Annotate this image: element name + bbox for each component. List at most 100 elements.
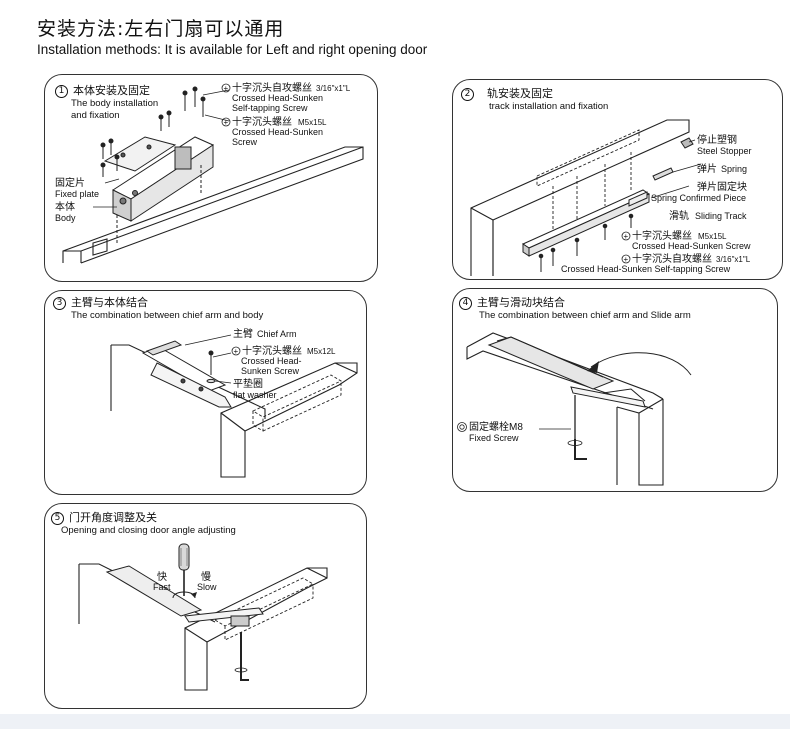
panel-1-labels: + 十字沉头自攻螺丝 3/16"x1"L Crossed Head-Sunken…: [55, 81, 351, 223]
p3-washer-cn: 平垫圈: [233, 377, 263, 390]
page-title-en: Installation methods: It is available fo…: [37, 42, 428, 57]
svg-text:+: +: [234, 347, 239, 356]
p2-spring-en: Spring: [721, 164, 747, 174]
panel-4-title-en: The combination between chief arm and Sl…: [479, 310, 691, 321]
rotation-arrow-head: [587, 361, 599, 373]
svg-text:+: +: [224, 118, 229, 127]
panel-2: 2 轨安装及固定 track installation and fixation: [452, 79, 783, 280]
panel-1-number: 1: [55, 85, 68, 98]
closer-body-ghost: [252, 374, 342, 432]
page-title-cn: 安装方法:左右门扇可以通用: [37, 18, 285, 40]
closer-body: [111, 136, 215, 222]
p1-body-cn: 本体: [55, 200, 75, 213]
track-screws: [538, 213, 634, 272]
sliding-track: [521, 189, 651, 257]
p1-screw1-en-1: Crossed Head-Sunken: [232, 93, 323, 103]
panel-5-number: 5: [51, 512, 64, 525]
chief-arm: [570, 386, 646, 408]
panel-3-number: 3: [53, 297, 66, 310]
p3-screw-en-2: Sunken Screw: [241, 366, 300, 376]
panel-5-title-cn: 门开角度调整及关: [69, 511, 157, 524]
p1-screw1-cn: 十字沉头自攻螺丝: [232, 81, 312, 94]
p2-screw1-spec: M5x15L: [698, 232, 727, 241]
screwdriver-icon: [178, 543, 190, 596]
p2-track-en: Sliding Track: [695, 211, 747, 221]
panel-3-illustration: 主臂 Chief Arm + 十字沉头螺丝 M5x12L Crossed Hea…: [110, 327, 358, 478]
panel-2-title-cn: 轨安装及固定: [487, 87, 553, 100]
door-frame: [110, 344, 358, 478]
panel-3-heading: 3 主臂与本体结合 The combination between chief a…: [53, 297, 263, 322]
p1-body-en: Body: [55, 213, 76, 223]
p3-screw-cn: 十字沉头螺丝: [242, 344, 302, 357]
p5-fast-en: Fast: [153, 582, 171, 592]
p1-screw2-en-1: Crossed Head-Sunken: [232, 127, 323, 137]
p3-leaders: [184, 334, 232, 384]
screws-group: [100, 86, 206, 177]
p1-screw2-spec: M5x15L: [298, 118, 327, 127]
p5-slow-en: Slow: [197, 582, 217, 592]
p1-screw1-spec: 3/16"x1"L: [316, 84, 351, 93]
panel-5: 5 门开角度调整及关 Opening and closing door angle…: [44, 503, 367, 709]
p1-screw2-cn: 十字沉头螺丝: [232, 115, 292, 128]
p1-screw1-en-2: Self-tapping Screw: [232, 103, 308, 113]
closer-body-ghost: [214, 577, 314, 641]
panel-2-title-en: track installation and fixation: [489, 101, 609, 112]
p4-bolt-en: Fixed Screw: [469, 433, 519, 443]
panel-4-title-cn: 主臂与滑动块结合: [477, 296, 565, 309]
p2-piece-en: Spring Confirmed Piece: [651, 193, 746, 203]
panel-4-number: 4: [459, 297, 472, 310]
p2-piece-cn: 弹片固定块: [697, 180, 747, 193]
p5-fast-cn: 快: [157, 571, 167, 583]
p2-spring-cn: 弹片: [697, 162, 717, 175]
door-top: [470, 119, 690, 276]
panel-5-heading: 5 门开角度调整及关 Opening and closing door angle…: [51, 512, 236, 537]
p2-screw1-en: Crossed Head-Sunken Screw: [632, 241, 751, 251]
arm-assembly: [105, 565, 264, 627]
panel-3-title-cn: 主臂与本体结合: [71, 296, 148, 309]
panel-4-labels: 固定螺栓M8 Fixed Screw: [457, 420, 523, 443]
track-ghost: [536, 129, 640, 230]
p2-stopper-cn: 停止塑钢: [697, 133, 737, 146]
p2-screw2-spec: 3/16"x1"L: [716, 255, 751, 264]
svg-text:+: +: [624, 255, 629, 264]
panel-1-illustration: + 十字沉头自攻螺丝 3/16"x1"L Crossed Head-Sunken…: [55, 81, 364, 264]
panel-3-labels: 主臂 Chief Arm + 十字沉头螺丝 M5x12L Crossed Hea…: [231, 327, 336, 400]
svg-text:+: +: [624, 232, 629, 241]
panel-3: 3 主臂与本体结合 The combination between chief a…: [44, 290, 367, 495]
p1-plate-cn: 固定片: [55, 176, 85, 189]
panel-5-illustration: 快 Fast 慢 Slow: [78, 543, 328, 691]
panel-5-labels: 快 Fast 慢 Slow: [153, 571, 217, 592]
p3-screw-en-1: Crossed Head-: [241, 356, 302, 366]
p2-track-cn: 滑轨: [669, 209, 689, 222]
fixed-bolt: [567, 395, 587, 460]
p2-screw1-cn: 十字沉头螺丝: [632, 229, 692, 242]
panel-3-title-en: The combination between chief arm and bo…: [71, 310, 264, 321]
arm-screw: [206, 350, 216, 384]
panel-2-labels: 停止塑钢 Steel Stopper 弹片 Spring 弹片固定块 Sprin…: [561, 133, 752, 274]
p5-slow-cn: 慢: [201, 571, 211, 583]
panel-5-title-en: Opening and closing door angle adjusting: [61, 525, 236, 536]
panel-4: 4 主臂与滑动块结合 The combination between chief …: [452, 288, 778, 492]
hex-key-icon: [240, 632, 249, 681]
panel-2-illustration: 停止塑钢 Steel Stopper 弹片 Spring 弹片固定块 Sprin…: [470, 119, 752, 276]
panel-2-heading: 2 轨安装及固定 track installation and fixation: [461, 88, 608, 113]
door-frame: [466, 332, 664, 486]
svg-text:+: +: [224, 84, 229, 93]
panel-2-number: 2: [461, 88, 474, 101]
p2-stopper-en: Steel Stopper: [697, 146, 752, 156]
p2-leaders: [650, 139, 702, 199]
fixed-plate: [103, 136, 177, 172]
footer-bar: [0, 714, 790, 729]
panel-4-illustration: 固定螺栓M8 Fixed Screw: [457, 332, 692, 486]
p3-washer-en: flat washer: [233, 390, 277, 400]
leader-lines: [93, 89, 230, 208]
p2-screw2-cn: 十字沉头自攻螺丝: [632, 252, 712, 265]
rotation-arrow: [590, 352, 692, 376]
p3-arm-cn: 主臂: [233, 327, 253, 340]
p4-bolt-cn: 固定螺栓M8: [469, 420, 523, 433]
p3-screw-spec: M5x12L: [307, 347, 336, 356]
track-on-head: [487, 336, 615, 390]
panel-1-title-en: The body installation and fixation: [71, 98, 159, 121]
chief-arm: [141, 340, 232, 408]
